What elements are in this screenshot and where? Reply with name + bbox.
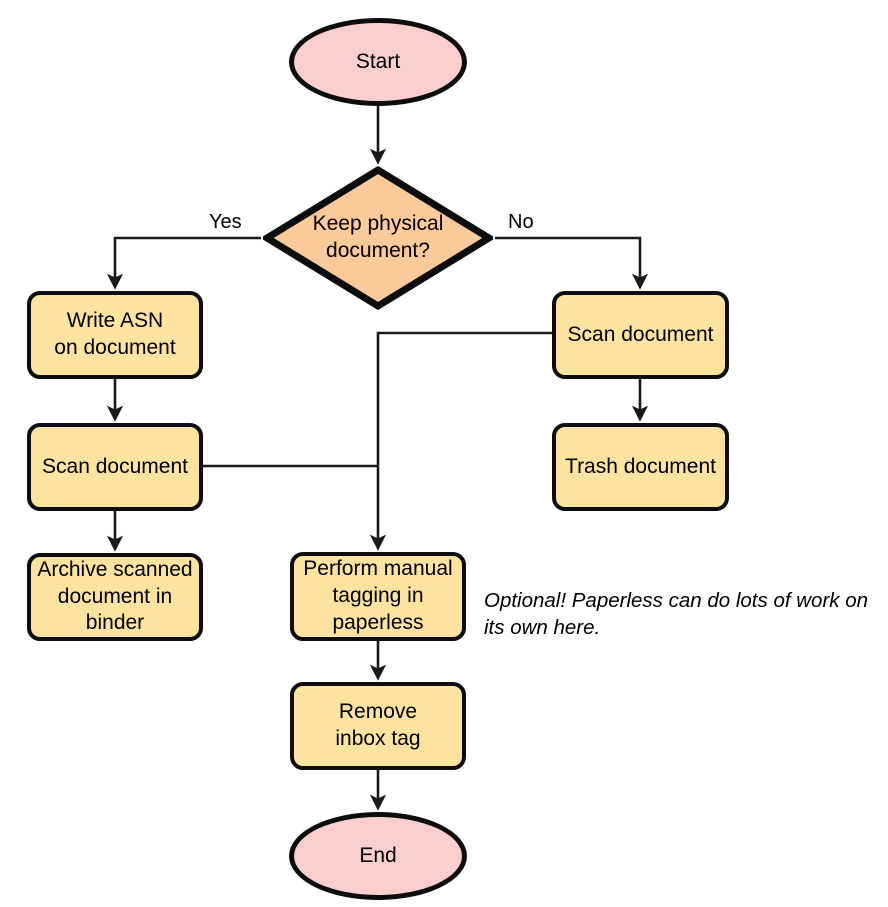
node-manual-tagging-label: Perform manual tagging in paperless xyxy=(303,557,453,634)
node-start-label: Start xyxy=(355,49,401,73)
node-trash-document-label: Trash document xyxy=(565,454,716,478)
node-write-asn-label: Write ASN on document xyxy=(54,309,176,359)
node-trash-document[interactable]: Trash document xyxy=(552,423,729,511)
node-scan-document-right[interactable]: Scan document xyxy=(552,291,729,379)
edge-scan-right-to-tagging xyxy=(369,331,552,551)
node-start[interactable]: Start xyxy=(289,18,467,106)
node-scan-document-left-label: Scan document xyxy=(42,454,188,478)
node-manual-tagging[interactable]: Perform manual tagging in paperless xyxy=(290,552,466,641)
node-scan-document-left[interactable]: Scan document xyxy=(27,423,203,511)
node-scan-document-right-label: Scan document xyxy=(567,322,714,346)
edge-decision-to-scan-right xyxy=(495,236,649,290)
edge-label-yes: Yes xyxy=(209,211,242,233)
node-remove-inbox-tag-label: Remove inbox tag xyxy=(335,700,421,750)
node-remove-inbox-tag[interactable]: Remove inbox tag xyxy=(290,682,466,770)
edge-label-no: No xyxy=(508,211,534,233)
node-keep-physical-document-label: Keep physical document? xyxy=(312,212,444,262)
node-write-asn[interactable]: Write ASN on document xyxy=(27,291,203,379)
optional-note: Optional! Paperless can do lots of work … xyxy=(484,589,869,640)
diamond-shape xyxy=(263,166,493,310)
node-end[interactable]: End xyxy=(289,812,467,900)
node-archive-in-binder-label: Archive scanned document in binder xyxy=(37,557,193,635)
node-archive-in-binder[interactable]: Archive scanned document in binder xyxy=(27,553,203,641)
node-keep-physical-document[interactable]: Keep physical document? xyxy=(263,166,493,310)
edge-decision-to-write-asn xyxy=(106,236,261,290)
node-end-label: End xyxy=(359,843,397,867)
